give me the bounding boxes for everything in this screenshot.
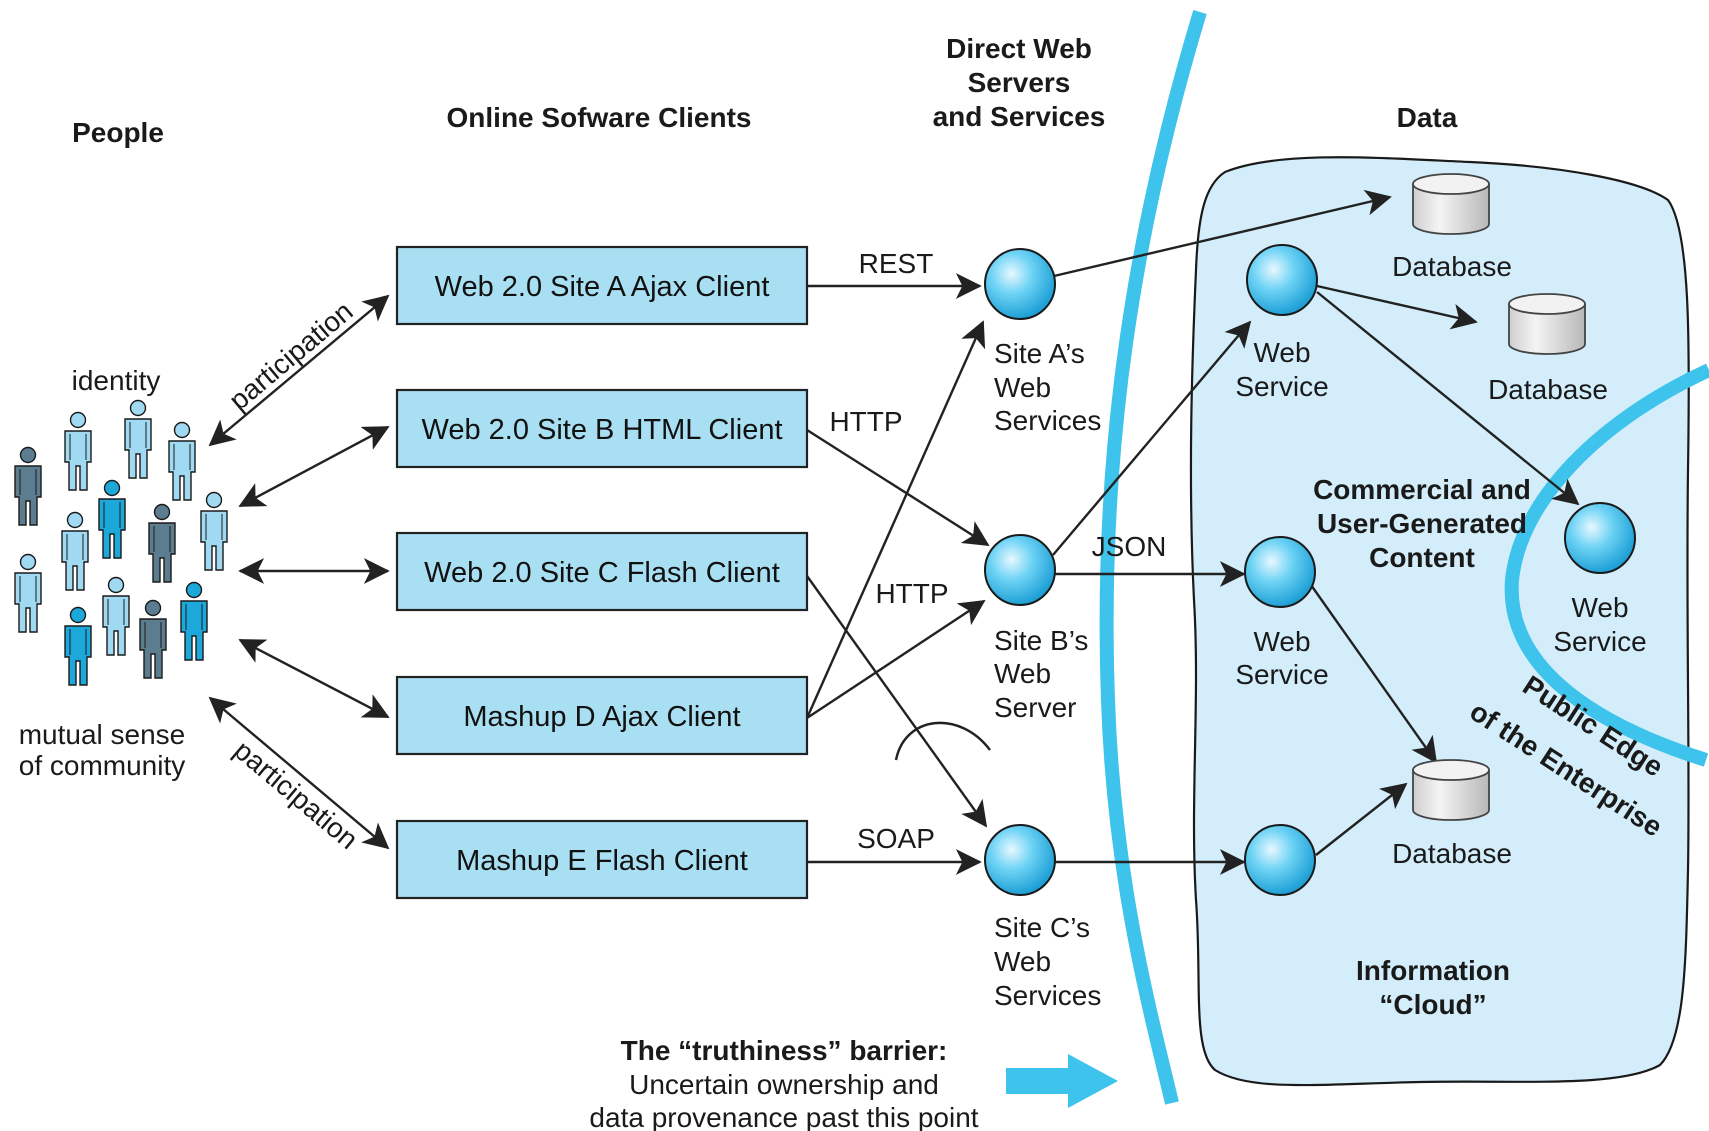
web-service-node-2 [1244, 536, 1316, 608]
site-c-node [984, 824, 1056, 896]
commercial-label-line1: Commercial and [1313, 474, 1531, 505]
information-cloud-label-line2: “Cloud” [1379, 989, 1486, 1020]
database-icon-2 [1508, 293, 1586, 355]
ws-1-label-line1: Web [1253, 337, 1310, 368]
person-icon [180, 581, 208, 661]
client-box-d [395, 675, 809, 756]
barrier-title: The “truthiness” barrier: [621, 1035, 948, 1066]
identity-label: identity [72, 365, 161, 396]
person-icon [14, 553, 42, 633]
person-icon [14, 446, 42, 526]
participation-label-top: participation [223, 295, 359, 416]
ws-2-label-line1: Web [1253, 626, 1310, 657]
edge-site-a-to-database-1 [1053, 189, 1392, 278]
site-a-label-line2: Web [994, 372, 1051, 403]
truthiness-barrier-line [1099, 9, 1207, 1105]
person-icon [124, 399, 152, 479]
ws-3-label-line2: Service [1553, 626, 1646, 657]
person-icon [200, 491, 228, 571]
ws-3-label-line1: Web [1571, 592, 1628, 623]
edge-d-to-site-b [806, 599, 986, 720]
database-label-1: Database [1392, 251, 1512, 282]
site-b-label-line1: Site B’s [994, 625, 1088, 656]
client-label-b: Web 2.0 Site B HTML Client [421, 414, 782, 446]
database-label-2: Database [1488, 374, 1608, 405]
site-b-label-line3: Server [994, 692, 1076, 723]
participation-arrow-bottom [208, 696, 390, 850]
edge-ws-1-to-database-2 [1316, 284, 1478, 330]
person-icon [64, 411, 92, 491]
site-b-label-line2: Web [994, 658, 1051, 689]
header-servers-line2: Servers [968, 67, 1071, 98]
site-b-node [984, 534, 1056, 606]
person-icon [102, 576, 130, 656]
header-servers-line1: Direct Web [946, 33, 1092, 64]
commercial-label-line2: User-Generated [1317, 508, 1527, 539]
people-client-b-arrow [238, 425, 390, 508]
community-label-line2: of community [19, 750, 186, 781]
protocol-http-1: HTTP [829, 406, 902, 437]
web-service-node-1 [1246, 244, 1318, 316]
client-label-c: Web 2.0 Site C Flash Client [424, 557, 780, 589]
site-c-label-line3: Services [994, 980, 1101, 1011]
header-data: Data [1397, 102, 1458, 133]
ws-2-label-line2: Service [1235, 659, 1328, 690]
line-crossing-hop [894, 721, 991, 761]
person-icon [64, 606, 92, 686]
client-label-a: Web 2.0 Site A Ajax Client [435, 271, 770, 303]
information-cloud-label-line1: Information [1356, 955, 1510, 986]
person-icon [168, 421, 196, 501]
protocol-http-2: HTTP [875, 578, 948, 609]
client-box-e [395, 819, 809, 900]
barrier-line1: Uncertain ownership and [629, 1069, 939, 1100]
site-a-label-line3: Services [994, 405, 1101, 436]
people-client-d-arrow [238, 638, 390, 719]
participation-label-bottom: participation [228, 734, 364, 855]
information-cloud [1189, 156, 1690, 1087]
site-c-label-line2: Web [994, 946, 1051, 977]
edge-ws-1-to-public-ws [1316, 291, 1580, 506]
web-service-node-3 [1244, 824, 1316, 896]
barrier-arrow-icon [1006, 1054, 1118, 1108]
protocol-soap: SOAP [857, 823, 935, 854]
edge-site-b-to-ws-1 [1052, 320, 1252, 556]
client-box-b [395, 388, 809, 469]
public-web-service-node [1564, 502, 1636, 574]
header-servers-line3: and Services [933, 101, 1106, 132]
ws-1-label-line2: Service [1235, 371, 1328, 402]
database-label-3: Database [1392, 838, 1512, 869]
protocol-json: JSON [1092, 531, 1167, 562]
person-icon [61, 511, 89, 591]
edge-d-to-site-a [805, 320, 986, 719]
commercial-label-line3: Content [1369, 542, 1475, 573]
edge-ws-2-to-database-3 [1310, 584, 1438, 764]
client-box-c [395, 531, 809, 612]
barrier-line2: data provenance past this point [589, 1102, 978, 1131]
person-icon [139, 599, 167, 679]
person-icon [98, 479, 126, 559]
edge-c-to-site-c [806, 575, 988, 828]
edge-ws-3-to-database-3 [1315, 782, 1408, 856]
community-label-line1: mutual sense [19, 719, 186, 750]
protocol-rest: REST [859, 248, 934, 279]
public-edge-barrier-line [1504, 363, 1709, 767]
database-icon-1 [1412, 173, 1490, 235]
header-people: People [72, 117, 164, 148]
client-box-a [395, 245, 809, 326]
participation-arrow-top [208, 294, 390, 447]
edge-b-http [806, 428, 990, 547]
site-a-node [984, 248, 1056, 320]
site-a-label-line1: Site A’s [994, 338, 1085, 369]
person-icon [148, 503, 176, 583]
site-c-label-line1: Site C’s [994, 912, 1090, 943]
client-label-e: Mashup E Flash Client [456, 845, 748, 877]
people-crowd [14, 399, 228, 686]
database-icon-3 [1412, 759, 1490, 821]
header-clients: Online Sofware Clients [447, 102, 752, 133]
client-label-d: Mashup D Ajax Client [463, 701, 740, 733]
